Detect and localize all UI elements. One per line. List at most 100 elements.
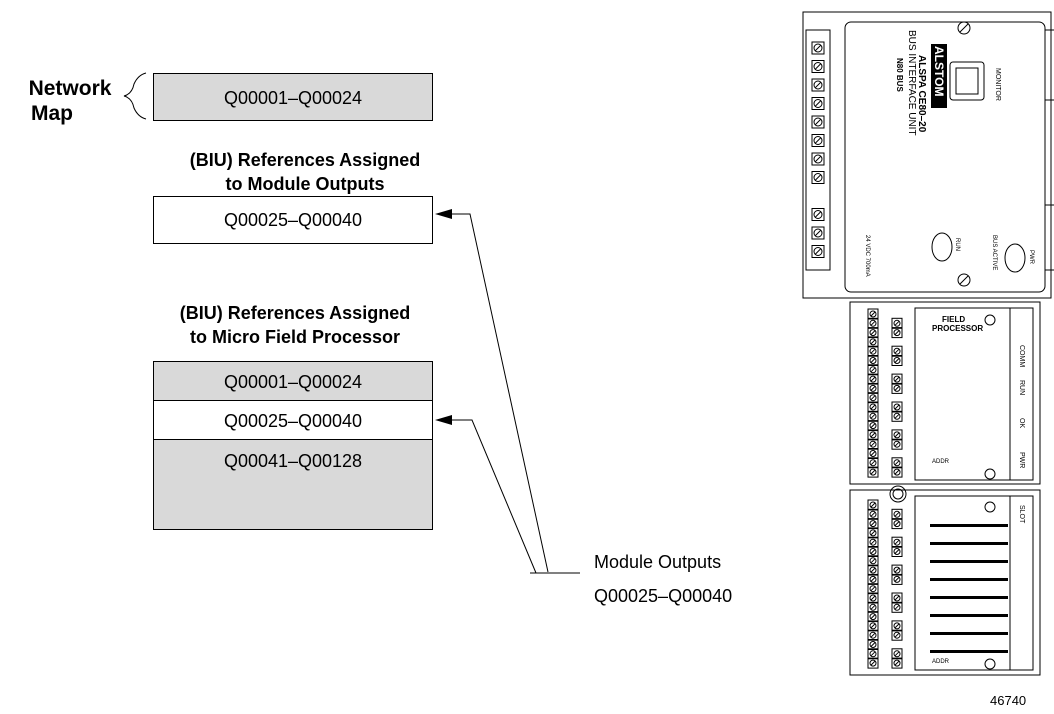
- fp-terminal-screw: [867, 373, 879, 385]
- fp-terminal-screw-right-head: [893, 319, 901, 327]
- io-terminal-screw-head: [869, 557, 877, 565]
- fp-terminal-screw-right-head: [893, 403, 901, 411]
- fp-terminal-screw-right-head: [893, 384, 901, 392]
- network-map-range: Q00001–Q00024: [223, 88, 363, 108]
- biu-terminal-screw-head: [813, 99, 823, 108]
- io-terminal-screw-right: [891, 620, 903, 632]
- io-slot: SLOT: [1018, 505, 1025, 524]
- fp-terminal-screw-slot: [870, 413, 876, 419]
- io-terminal-screw: [867, 648, 879, 660]
- micro-field-heading-line1: (BIU) References Assigned: [179, 303, 411, 323]
- biu-terminal-screw-slot: [814, 248, 822, 255]
- io-terminal-screw-head: [869, 566, 877, 574]
- fp-terminal-screw-right-head: [893, 347, 901, 355]
- module-outputs-heading: (BIU) References Assigned to Module Outp…: [140, 148, 470, 196]
- io-terminal-screw-right: [891, 592, 903, 604]
- io-terminal-screw-right-head: [893, 510, 901, 518]
- io-terminal-screw: [867, 508, 879, 520]
- io-terminal-screw-right: [891, 508, 903, 520]
- biu-terminal-screw: [811, 78, 825, 92]
- fp-terminal-screw-right: [891, 382, 903, 394]
- io-terminal-screw-right: [891, 648, 903, 660]
- fp-terminal-screw-head: [869, 319, 877, 327]
- io-terminal-screw-right-slot: [894, 623, 900, 629]
- biu-terminal-screw-slot: [814, 229, 822, 237]
- micro-field-range-1: Q00001–Q00024: [153, 361, 433, 401]
- fp-terminal-screw: [867, 308, 879, 320]
- arrowhead-lower: [435, 415, 452, 425]
- io-terminal-screw-head: [869, 529, 877, 537]
- biu-led-pwr: PWR: [1028, 250, 1034, 265]
- io-terminal-screw-head: [869, 538, 877, 546]
- micro-field-range-3: Q00041–Q00128: [153, 439, 433, 530]
- module-clip-knob-inner: [892, 488, 904, 500]
- callout-label: Module Outputs Q00025–Q00040: [594, 545, 732, 613]
- biu-terminal-screw-slot: [814, 63, 822, 70]
- biu-terminal-screw-head: [813, 228, 823, 238]
- io-terminal-screw: [867, 546, 879, 557]
- fp-pwr: PWR: [1018, 452, 1025, 468]
- biu-name: BUS INTERFACE UNIT: [906, 30, 917, 136]
- fp-terminal-screw-slot: [870, 358, 876, 363]
- io-terminal-screw-head: [869, 575, 877, 583]
- fp-terminal-screw-right-head: [893, 468, 901, 476]
- biu-led-bus: BUS ACTIVE: [991, 235, 997, 270]
- fp-terminal-screw: [867, 327, 879, 339]
- network-map-brace: [123, 72, 147, 120]
- io-terminal-screw-right-slot: [894, 651, 900, 657]
- io-terminal-screw-right: [891, 657, 903, 669]
- io-terminal-screw-right-head: [893, 594, 901, 602]
- panel-screw: [984, 314, 996, 326]
- fp-terminal-screw-slot: [870, 311, 876, 317]
- module-outputs-heading-line2: to Module Outputs: [225, 174, 385, 194]
- fp-terminal-screw: [867, 401, 879, 413]
- io-terminal-screw: [867, 583, 879, 595]
- biu-terminal-screw: [811, 41, 825, 55]
- fp-terminal-screw-slot: [870, 376, 876, 382]
- io-terminal-screw-slot: [870, 549, 876, 554]
- io-terminal-screw-right-slot: [894, 567, 900, 573]
- biu-top-screw: [957, 21, 971, 35]
- io-terminal-screw-right-head: [893, 622, 901, 630]
- biu-right-clip-1: [1045, 29, 1054, 101]
- fp-terminal-screw-slot: [870, 404, 876, 410]
- io-terminal-screw-slot: [870, 595, 876, 601]
- fp-terminal-screw-right-slot: [894, 386, 900, 391]
- io-terminal-screw-right: [891, 518, 903, 530]
- io-terminal-screw-right: [891, 546, 903, 557]
- io-terminal-screw: [867, 536, 879, 548]
- biu-terminal-screw-slot: [814, 81, 822, 89]
- fp-terminal-screw-right: [891, 410, 903, 422]
- io-terminal-screw-slot: [870, 651, 876, 657]
- io-terminal-screw: [867, 629, 879, 641]
- io-terminal-screw-right-head: [893, 520, 901, 528]
- io-terminal-screw-head: [869, 501, 877, 509]
- biu-terminal-screw: [811, 226, 825, 240]
- io-panel-stripe: [930, 632, 1008, 635]
- io-terminal-screw-right-slot: [894, 539, 900, 545]
- biu-terminal-screw-head: [813, 80, 823, 90]
- io-terminal-screw-right-slot: [894, 595, 900, 601]
- io-panel-stripes: [930, 524, 1008, 653]
- io-terminal-screw-slot: [870, 521, 876, 526]
- io-terminal-screw-right-slot: [894, 660, 900, 666]
- fp-terminal-screw-right: [891, 466, 903, 478]
- fp-terminal-screw-slot: [870, 339, 876, 345]
- io-terminal-screw-head: [869, 548, 877, 555]
- io-terminal-screw-right-head: [893, 538, 901, 546]
- biu-terminal-screw-slot: [814, 100, 822, 107]
- fp-terminal-screw-right-head: [893, 357, 901, 364]
- fp-terminal-screw-right: [891, 401, 903, 413]
- io-terminal-screw-head: [869, 622, 877, 630]
- fp-title-line1: FIELD: [942, 315, 965, 324]
- io-terminal-screw-right-slot: [894, 521, 900, 526]
- fp-terminal-screw-right-slot: [894, 358, 900, 363]
- network-map-label-line2: Map: [31, 102, 73, 125]
- network-map-label: Network Map: [10, 76, 130, 126]
- biu-terminal-screw-slot: [814, 137, 822, 144]
- network-map-label-line1: Network: [28, 77, 112, 100]
- io-terminal-screw-slot: [870, 502, 876, 508]
- fp-terminal-screw: [867, 345, 879, 357]
- fp-terminal-screw: [867, 364, 879, 376]
- io-terminal-screw: [867, 611, 879, 623]
